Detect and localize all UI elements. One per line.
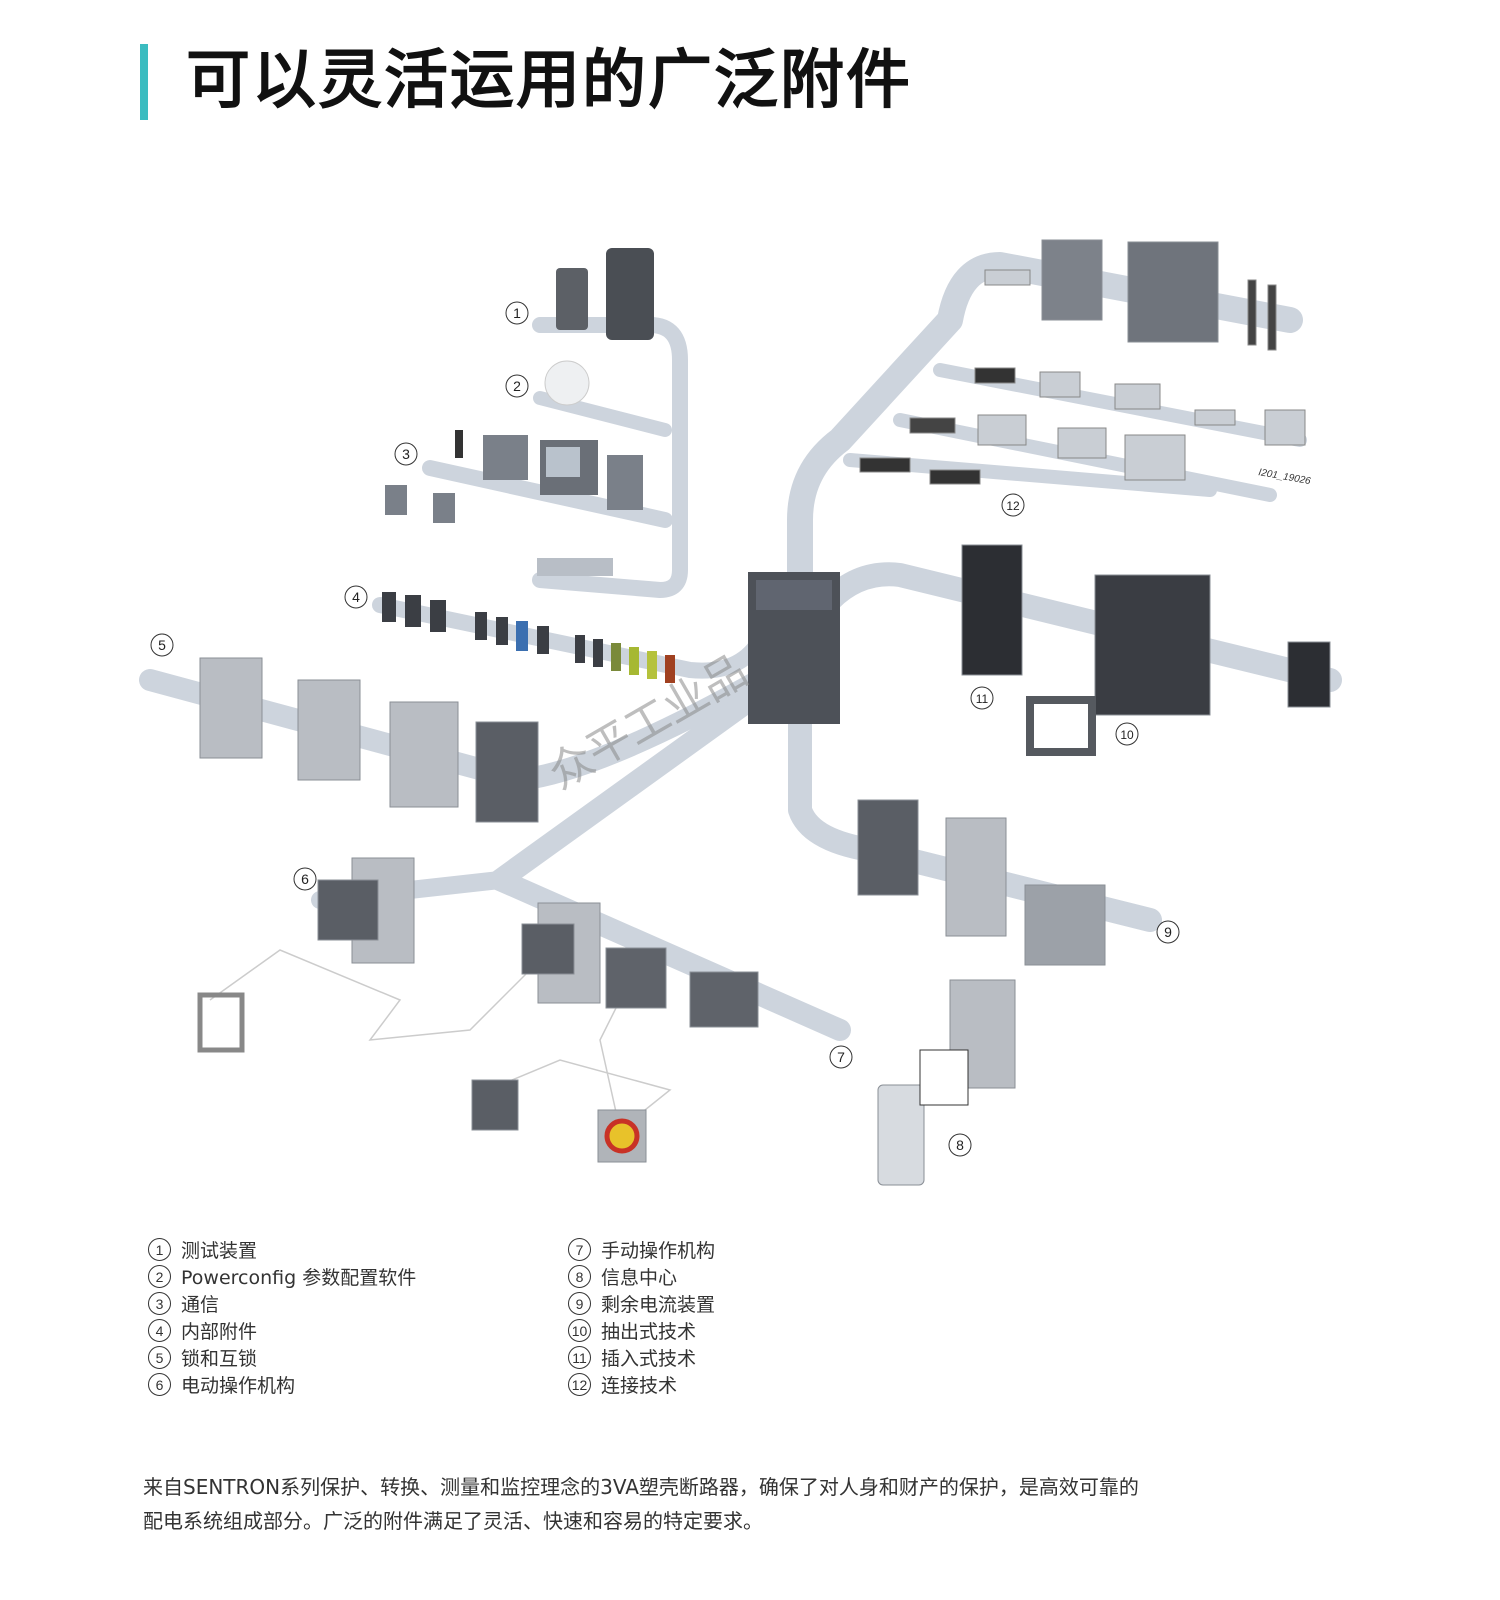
description-paragraph: 来自SENTRON系列保护、转换、测量和监控理念的3VA塑壳断路器，确保了对人身… (143, 1470, 1263, 1538)
svg-text:8: 8 (956, 1137, 964, 1153)
software-disc-icon (544, 360, 590, 406)
callout-9: 9 (1156, 920, 1180, 944)
svg-text:4: 4 (352, 589, 360, 605)
test-devices (556, 248, 654, 340)
paragraph-line-2: 配电系统组成部分。广泛的附件满足了灵活、快速和容易的特定要求。 (143, 1509, 763, 1533)
svg-text:5: 5 (158, 637, 166, 653)
svg-text:11: 11 (976, 692, 989, 706)
communication-modules (385, 430, 643, 576)
callout-8: 8 (948, 1133, 972, 1157)
callouts: 1 2 3 4 5 6 7 8 9 10 11 12 (150, 301, 1180, 1157)
callout-4: 4 (344, 585, 368, 609)
svg-text:2: 2 (513, 378, 521, 394)
callout-3: 3 (394, 442, 418, 466)
callout-5: 5 (150, 633, 174, 657)
thin-cables (209, 949, 672, 1132)
paragraph-line-1: 来自SENTRON系列保护、转换、测量和监控理念的3VA塑壳断路器，确保了对人身… (143, 1475, 1139, 1499)
svg-text:7: 7 (837, 1049, 845, 1065)
callout-10: 10 (1115, 722, 1139, 746)
internal-accessories (382, 592, 675, 683)
svg-text:9: 9 (1164, 924, 1172, 940)
callout-7: 7 (829, 1045, 853, 1069)
svg-text:3: 3 (402, 446, 410, 462)
callout-11: 11 (970, 686, 994, 710)
central-circuit-breaker (748, 572, 840, 724)
svg-text:6: 6 (301, 871, 309, 887)
connection-parts (859, 269, 1306, 485)
page-title: 可以灵活运用的广泛附件 (186, 44, 912, 118)
callout-2: 2 (505, 374, 529, 398)
callout-6: 6 (293, 867, 317, 891)
figure-id: I201_19026 (1257, 467, 1311, 487)
breaker-units (197, 239, 1331, 1186)
callout-1: 1 (505, 301, 529, 325)
svg-text:12: 12 (1006, 499, 1020, 513)
callout-12: 12 (1001, 493, 1025, 517)
svg-text:1: 1 (513, 305, 521, 321)
accessories-diagram: I201_19026 众平工业品 1 2 3 4 5 6 7 8 9 10 11… (139, 239, 1342, 1186)
title-accent-bar (140, 44, 148, 120)
svg-text:10: 10 (1120, 728, 1134, 742)
